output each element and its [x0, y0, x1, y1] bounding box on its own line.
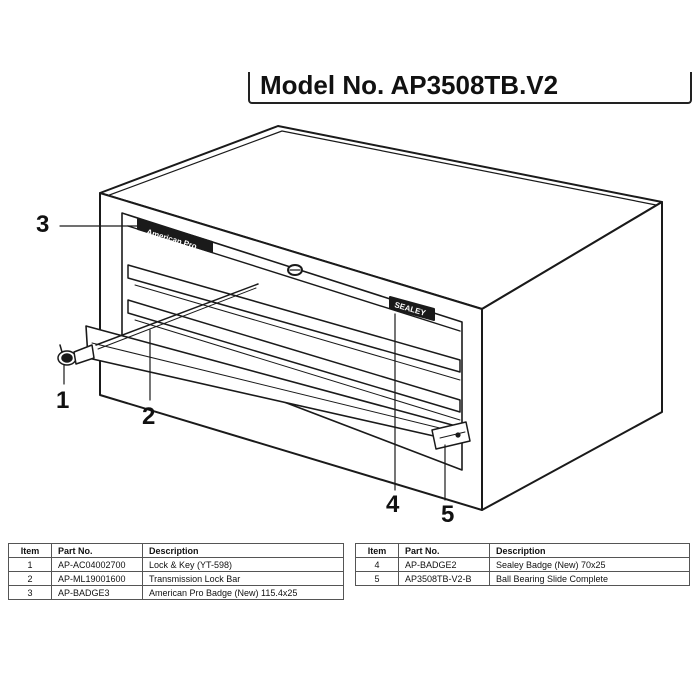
- row-part-no: AP3508TB-V2-B: [398, 571, 490, 586]
- table-row: 1 AP-AC04002700 Lock & Key (YT-598): [8, 557, 344, 572]
- table-row: 2 AP-ML19001600 Transmission Lock Bar: [8, 571, 344, 586]
- table-row: 3 AP-BADGE3 American Pro Badge (New) 115…: [8, 585, 344, 600]
- row-item: 1: [8, 557, 52, 572]
- cabinet-top-lip: [103, 130, 657, 206]
- row-item: 2: [8, 571, 52, 586]
- header-part-no: Part No.: [51, 543, 143, 558]
- cabinet-opening: [121, 212, 463, 471]
- back-line-2: [134, 319, 461, 421]
- table-header-row: Item Part No. Description: [355, 543, 690, 558]
- back-line-1: [134, 284, 461, 381]
- open-drawer-edge: [91, 342, 453, 432]
- callout-1: 1: [56, 387, 70, 414]
- sealey-badge: [389, 296, 435, 321]
- row-description: Lock & Key (YT-598): [142, 557, 344, 572]
- row-item: 4: [355, 557, 399, 572]
- parts-table-left: Item Part No. Description 1 AP-AC0400270…: [8, 543, 344, 600]
- header-item: Item: [355, 543, 399, 558]
- row-part-no: AP-AC04002700: [51, 557, 143, 572]
- row-description: Transmission Lock Bar: [142, 571, 344, 586]
- lock-key: [57, 344, 95, 366]
- row-part-no: AP-ML19001600: [51, 571, 143, 586]
- table-header-row: Item Part No. Description: [8, 543, 344, 558]
- header-item: Item: [8, 543, 52, 558]
- row-item: 5: [355, 571, 399, 586]
- row-part-no: AP-BADGE2: [398, 557, 490, 572]
- drawer-2: [127, 299, 461, 413]
- row-item: 3: [8, 585, 52, 600]
- header-description: Description: [142, 543, 344, 558]
- row-description: Ball Bearing Slide Complete: [489, 571, 690, 586]
- row-description: American Pro Badge (New) 115.4x25: [142, 585, 344, 600]
- callout-5: 5: [441, 501, 455, 528]
- row-part-no: AP-BADGE3: [51, 585, 143, 600]
- slide-screw: [455, 432, 461, 438]
- header-description: Description: [489, 543, 690, 558]
- callout-2: 2: [142, 403, 156, 430]
- table-row: 4 AP-BADGE2 Sealey Badge (New) 70x25: [355, 557, 690, 572]
- callout-4: 4: [386, 491, 400, 518]
- row-description: Sealey Badge (New) 70x25: [489, 557, 690, 572]
- parts-table-right: Item Part No. Description 4 AP-BADGE2 Se…: [355, 543, 690, 586]
- table-row: 5 AP3508TB-V2-B Ball Bearing Slide Compl…: [355, 571, 690, 586]
- callout-3: 3: [36, 211, 50, 238]
- model-title: Model No. AP3508TB.V2: [260, 72, 559, 100]
- header-part-no: Part No.: [398, 543, 490, 558]
- model-title-box: Model No. AP3508TB.V2: [248, 72, 692, 104]
- lock-bar: [95, 283, 259, 346]
- lock-bar-edge: [97, 287, 257, 350]
- toolbox-drawing: American Pro SEALEY: [57, 125, 663, 511]
- drawer-1: [127, 264, 461, 373]
- slide-line: [439, 431, 466, 439]
